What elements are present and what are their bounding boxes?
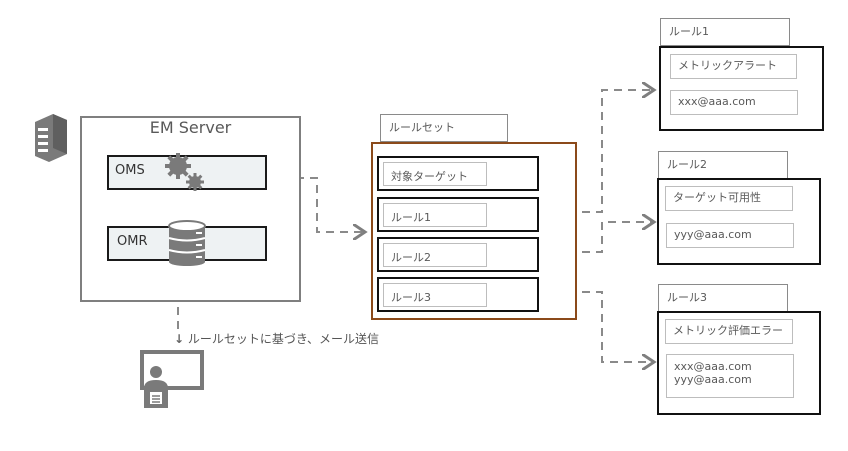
rule2-recipients: yyy@aaa.com bbox=[666, 223, 794, 248]
user-monitor-icon bbox=[140, 350, 206, 408]
ruleset-row-label: ルール2 bbox=[383, 243, 487, 267]
rule3-box[interactable]: メトリック評価エラー xxx@aaa.com yyy@aaa.com bbox=[657, 311, 821, 415]
down-arrow-icon: ↓ bbox=[174, 332, 185, 346]
ruleset-row-rule1[interactable]: ルール1 bbox=[377, 197, 539, 232]
mail-send-note: ↓ ルールセットに基づき、メール送信 bbox=[174, 330, 379, 347]
rule3-condition: メトリック評価エラー bbox=[665, 319, 793, 344]
rule3-tab: ルール3 bbox=[658, 284, 788, 312]
rule1-recipients: xxx@aaa.com bbox=[670, 90, 798, 115]
rule3-recipient: yyy@aaa.com bbox=[674, 373, 752, 386]
rule3-recipients: xxx@aaa.com yyy@aaa.com bbox=[666, 354, 794, 398]
rule3-recipient: xxx@aaa.com bbox=[674, 360, 752, 373]
rule1-box[interactable]: メトリックアラート xxx@aaa.com bbox=[659, 46, 824, 131]
rule2-box[interactable]: ターゲット可用性 yyy@aaa.com bbox=[657, 178, 821, 265]
ruleset-row-target[interactable]: 対象ターゲット bbox=[377, 156, 539, 191]
rule1-tab: ルール1 bbox=[660, 18, 790, 46]
ruleset-row-label: 対象ターゲット bbox=[383, 162, 487, 186]
server-rack-icon bbox=[33, 112, 69, 162]
rule1-condition: メトリックアラート bbox=[670, 54, 797, 79]
mail-send-text: ルールセットに基づき、メール送信 bbox=[187, 332, 380, 346]
em-server-title: EM Server bbox=[149, 118, 232, 137]
oms-label: OMS bbox=[115, 163, 145, 178]
rule2-condition: ターゲット可用性 bbox=[665, 186, 793, 211]
gears-icon bbox=[163, 151, 208, 196]
omr-label: OMR bbox=[117, 234, 148, 249]
ruleset-row-label: ルール3 bbox=[383, 283, 487, 307]
ruleset-row-label: ルール1 bbox=[383, 203, 487, 227]
ruleset-row-rule3[interactable]: ルール3 bbox=[377, 277, 539, 312]
database-icon bbox=[168, 220, 206, 266]
ruleset-row-rule2[interactable]: ルール2 bbox=[377, 237, 539, 272]
ruleset-tab: ルールセット bbox=[380, 114, 508, 142]
em-server-box bbox=[80, 116, 301, 302]
rule2-tab: ルール2 bbox=[658, 151, 788, 179]
